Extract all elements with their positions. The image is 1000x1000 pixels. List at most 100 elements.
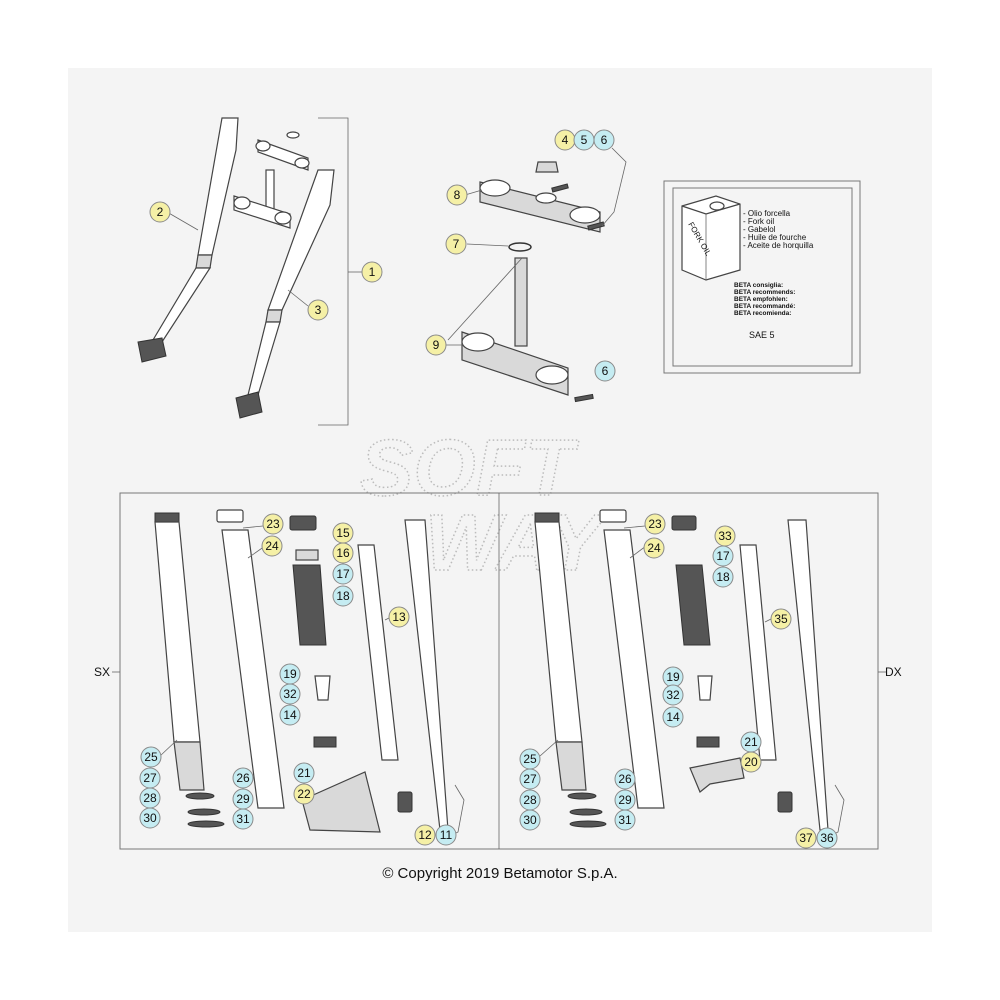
callout-number: 4 — [562, 133, 569, 147]
callout-24: 24 — [261, 535, 283, 557]
callout-number: 2 — [157, 205, 164, 219]
oil-lang-4: - Aceite de horquilla — [743, 241, 814, 250]
callout-5: 5 — [573, 129, 595, 151]
watermark-line2: WAY — [425, 498, 608, 587]
callout-27: 27 — [139, 767, 161, 789]
side-label-sx: SX — [94, 665, 111, 679]
callout-number: 21 — [744, 735, 758, 749]
bolt-5 — [551, 183, 569, 193]
assembly-bracket — [318, 117, 349, 426]
oil-lang-1: - Fork oil — [743, 217, 774, 226]
oil-rec-1: BETA recommends: — [734, 289, 795, 296]
sx-outer-tube — [154, 521, 201, 743]
callout-number: 17 — [336, 567, 350, 581]
sx-inner-tube — [221, 529, 285, 809]
callout-32: 32 — [662, 684, 684, 706]
callout-number: 15 — [336, 526, 350, 540]
callout-19: 19 — [279, 663, 301, 685]
oil-rec-2: BETA empfohlen: — [734, 296, 788, 303]
callout-18: 18 — [712, 566, 734, 588]
callout-number: 18 — [716, 570, 730, 584]
callout-23: 23 — [644, 513, 666, 535]
callout-bubble — [232, 767, 254, 789]
callout-bubble — [712, 566, 734, 588]
left-fork-leg — [137, 117, 239, 363]
callout-14: 14 — [662, 706, 684, 728]
callout-bubble — [435, 824, 457, 846]
callout-7: 7 — [445, 233, 467, 255]
callout-bubble — [279, 683, 301, 705]
callout-bubble — [614, 768, 636, 790]
callout-36: 36 — [816, 827, 838, 849]
callout-21: 21 — [293, 762, 315, 784]
callout-bubble — [795, 827, 817, 849]
callout-number: 26 — [236, 771, 250, 785]
callout-number: 6 — [602, 364, 609, 378]
oil-grade: SAE 5 — [749, 330, 775, 340]
steering-parts — [445, 147, 627, 403]
callout-number: 29 — [618, 793, 632, 807]
dx-spring — [675, 564, 711, 646]
callout-25: 25 — [140, 746, 162, 768]
callout-bubble — [425, 334, 447, 356]
callout-bubble — [519, 809, 541, 831]
oil-lang-3: - Huile de fourche — [743, 233, 807, 242]
callout-29: 29 — [232, 788, 254, 810]
callout-number: 23 — [648, 517, 662, 531]
callout-number: 36 — [820, 831, 834, 845]
callout-number: 16 — [336, 546, 350, 560]
callout-number: 33 — [718, 529, 732, 543]
callout-number: 22 — [297, 787, 311, 801]
callout-17: 17 — [332, 563, 354, 585]
callout-number: 28 — [523, 793, 537, 807]
callout-number: 25 — [144, 750, 158, 764]
callout-bubble — [139, 807, 161, 829]
oil-rec-4: BETA recomienda: — [734, 310, 791, 317]
callout-bubble — [262, 513, 284, 535]
callout-17: 17 — [712, 545, 734, 567]
callout-20: 20 — [740, 751, 762, 773]
callout-22: 22 — [293, 783, 315, 805]
callout-number: 19 — [283, 667, 297, 681]
callout-11: 11 — [435, 824, 457, 846]
callout-number: 14 — [283, 708, 297, 722]
callout-number: 24 — [265, 539, 279, 553]
callout-number: 17 — [716, 549, 730, 563]
sx-damper-rod — [357, 544, 399, 761]
callout-bubble — [361, 261, 383, 283]
callout-21: 21 — [740, 731, 762, 753]
callout-bubble — [332, 585, 354, 607]
callout-15: 15 — [332, 522, 354, 544]
callout-bubble — [445, 233, 467, 255]
callout-number: 35 — [774, 612, 788, 626]
callout-number: 28 — [143, 791, 157, 805]
callout-number: 9 — [433, 338, 440, 352]
callout-bubble — [740, 751, 762, 773]
callout-number: 25 — [523, 752, 537, 766]
right-fork-leg — [235, 169, 335, 419]
callout-number: 23 — [266, 517, 280, 531]
oil-can-icon — [681, 195, 741, 281]
callout-number: 26 — [618, 772, 632, 786]
callout-6: 6 — [593, 129, 615, 151]
callout-6: 6 — [594, 360, 616, 382]
callout-8: 8 — [446, 184, 468, 206]
oil-rec-3: BETA recommandé: — [734, 303, 795, 310]
callout-13: 13 — [388, 606, 410, 628]
triple-clamps-small — [233, 131, 310, 229]
callout-bubble — [388, 606, 410, 628]
callout-number: 6 — [601, 133, 608, 147]
callout-number: 31 — [618, 813, 632, 827]
callout-bubble — [712, 545, 734, 567]
dx-cartridge — [787, 519, 829, 831]
callout-16: 16 — [332, 542, 354, 564]
callout-number: 7 — [453, 237, 460, 251]
callout-bubble — [279, 704, 301, 726]
steering-stem — [514, 257, 528, 347]
callout-26: 26 — [232, 767, 254, 789]
oil-lang-0: - Olio forcella — [743, 209, 791, 218]
callout-number: 11 — [440, 828, 453, 842]
callout-bubble — [643, 537, 665, 559]
callout-bubble — [446, 184, 468, 206]
